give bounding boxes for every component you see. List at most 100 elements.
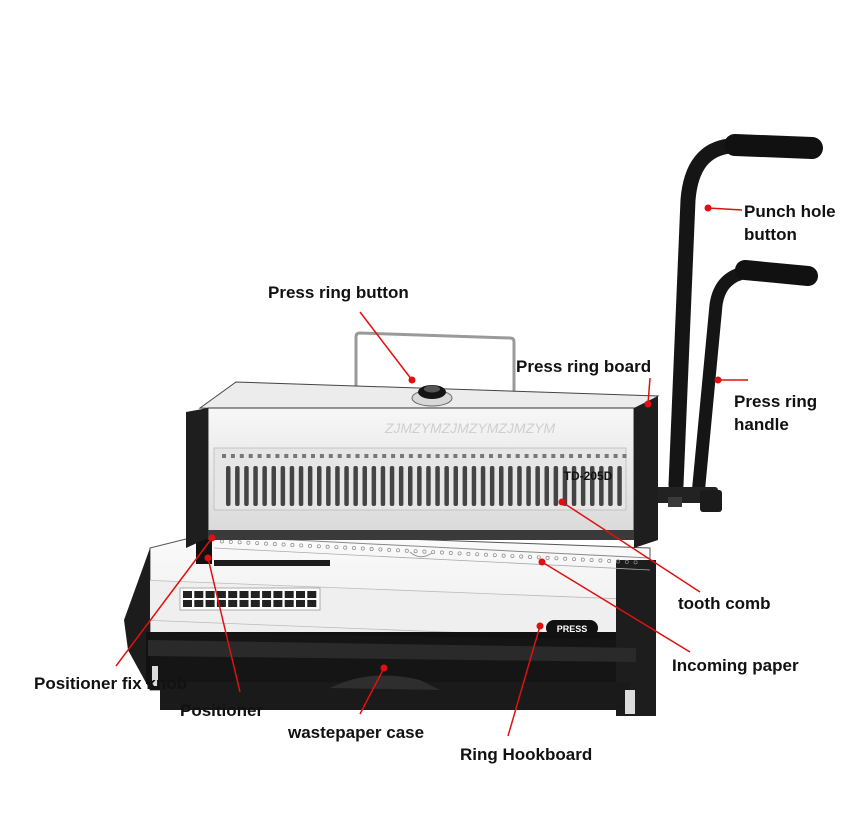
comb-slot (426, 466, 431, 506)
comb-hole (266, 454, 271, 458)
guide-dot (589, 558, 594, 563)
comb-hole (453, 454, 458, 458)
guide-dot (607, 558, 612, 563)
scale-cell (183, 591, 192, 598)
comb-hole (222, 454, 226, 458)
guide-dot (334, 545, 339, 550)
comb-hole (248, 454, 253, 458)
comb-slot (471, 466, 477, 506)
comb-hole (569, 454, 574, 458)
comb-hole (524, 454, 529, 458)
dot-incoming-paper (538, 558, 546, 566)
comb-slot (335, 466, 340, 506)
comb-hole (444, 454, 449, 458)
dot-positioner-fix-knob (208, 534, 216, 542)
guide-dot (492, 553, 497, 558)
comb-slot (344, 466, 349, 506)
guide-dot (308, 543, 312, 548)
comb-hole (497, 454, 502, 458)
comb-hole (586, 454, 591, 458)
comb-slot (317, 466, 322, 506)
label-ring-hookboard: Ring Hookboard (460, 745, 593, 764)
comb-slot (389, 466, 395, 506)
leader-ring-hookboard (507, 625, 541, 737)
guide-dot (484, 552, 488, 557)
guide-dot (255, 541, 260, 546)
watermark: ZJMZYMZJMZYMZJMZYM (384, 420, 556, 436)
guide-dot (572, 557, 576, 562)
leader-press-ring-board (647, 377, 651, 405)
comb-slot (298, 466, 304, 506)
size-scale (179, 587, 321, 611)
comb-hole (239, 454, 244, 458)
guide-dot (290, 543, 295, 547)
model-label: TD-205D (564, 469, 613, 483)
scale-cell (239, 591, 249, 598)
comb-slot (599, 466, 604, 506)
press-ring-handle (691, 260, 818, 502)
dot-press-ring-handle (714, 376, 722, 384)
comb-slot (362, 466, 367, 506)
label-press-ring-button: Press ring button (268, 283, 409, 302)
comb-hole (506, 454, 511, 458)
guide-dot (563, 556, 568, 561)
scale-cell (262, 591, 272, 598)
guide-dot (633, 560, 638, 565)
guide-dot (378, 547, 383, 552)
comb-hole (595, 454, 600, 458)
comb-hole (364, 454, 369, 458)
guide-dot (580, 557, 585, 562)
comb-hole (230, 454, 235, 458)
label-wastepaper-case: wastepaper case (288, 723, 425, 742)
comb-hole (426, 454, 431, 458)
comb-slot (326, 466, 331, 506)
guide-dot (343, 545, 348, 550)
guide-dot (387, 547, 392, 552)
guide-dot (237, 540, 242, 545)
tooth-comb-holes (222, 454, 627, 458)
comb-slot (398, 466, 404, 506)
scale-cell (296, 591, 305, 598)
comb-hole (533, 454, 538, 458)
guide-dot (246, 540, 251, 545)
comb-hole (613, 454, 618, 458)
scale-cell (250, 600, 260, 607)
comb-hole (622, 454, 627, 458)
comb-hole (337, 454, 342, 458)
comb-slot (262, 466, 267, 506)
comb-hole (319, 454, 324, 458)
guide-dot (510, 554, 515, 559)
comb-hole (284, 454, 289, 458)
dot-punch-hole-button (704, 204, 712, 212)
guide-dot (616, 559, 620, 564)
guide-dot (519, 554, 524, 559)
guide-dot (369, 547, 374, 551)
comb-hole (382, 454, 387, 458)
scale-cell (250, 591, 260, 598)
comb-hole (462, 454, 467, 458)
scale-cell (239, 600, 249, 607)
tooth-comb-slots (226, 466, 622, 506)
scale-cell (228, 591, 238, 598)
comb-hole (471, 454, 476, 458)
guide-dot (272, 542, 277, 547)
dot-wastepaper-case (380, 664, 388, 672)
guide-dot (457, 551, 462, 556)
scale-cell (284, 600, 294, 607)
label-incoming-paper: Incoming paper (672, 656, 799, 675)
comb-hole (391, 454, 396, 458)
punch-body (186, 381, 660, 548)
comb-hole (257, 454, 262, 458)
comb-slot (480, 466, 486, 506)
guide-dot (228, 539, 233, 544)
guide-dot (325, 544, 330, 549)
comb-slot (508, 466, 513, 506)
comb-slot (380, 466, 386, 506)
comb-slot (580, 466, 586, 506)
leader-tooth-comb (561, 501, 701, 593)
press-label: PRESS (557, 624, 588, 634)
scale-cell (228, 600, 238, 607)
dot-ring-hookboard (536, 622, 544, 630)
comb-slot (499, 466, 504, 506)
